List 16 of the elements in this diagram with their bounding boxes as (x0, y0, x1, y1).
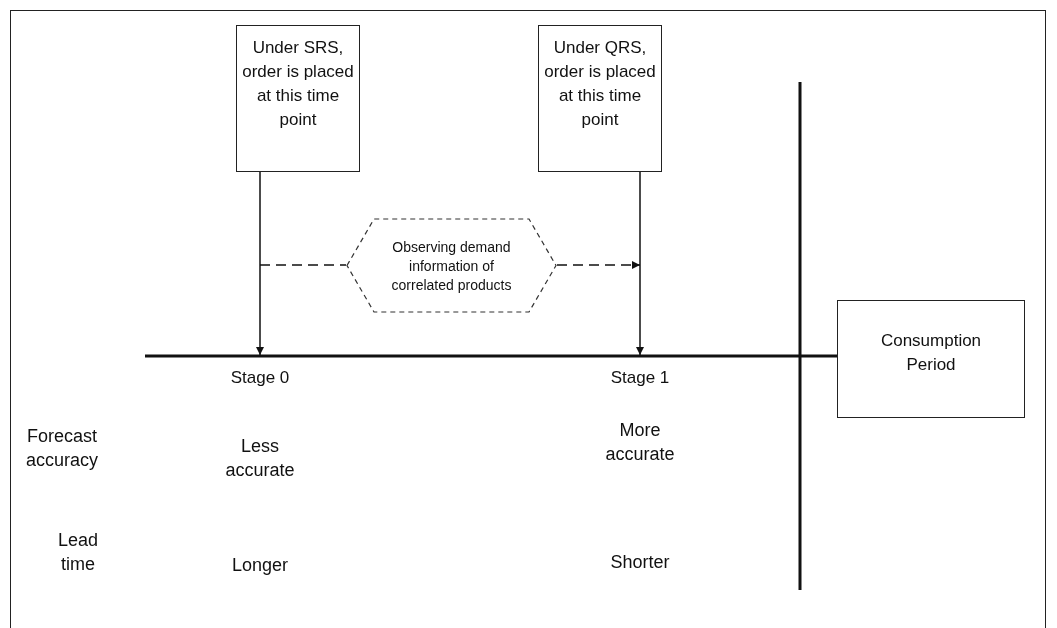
connector-line (259, 264, 347, 266)
arrow (556, 261, 641, 269)
cell-text: Longer (231, 554, 289, 577)
arrow (636, 171, 644, 356)
text-box: Consumption Period (837, 300, 1025, 418)
row-label: Forecast accuracy (25, 425, 99, 472)
text-box: Under QRS, order is placed at this time point (538, 25, 662, 172)
cell-text: More accurate (604, 419, 676, 466)
stage-label: Stage 1 (595, 357, 685, 393)
cell-text: Less accurate (224, 435, 296, 482)
row-label: Lead time (56, 529, 99, 576)
arrow (256, 171, 264, 356)
stage-label: Stage 0 (215, 357, 305, 393)
text-box: Under SRS, order is placed at this time point (236, 25, 360, 172)
hexagon-node: Observing demand information of correlated products (346, 218, 557, 313)
cell-text: Shorter (610, 551, 670, 574)
